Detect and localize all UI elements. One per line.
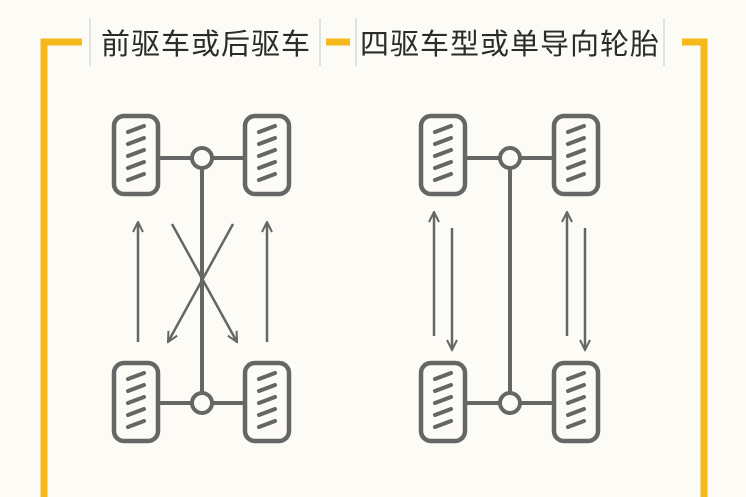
- tire: [551, 113, 601, 197]
- front-hub: [190, 146, 214, 170]
- arrow-cross-front-right-to-rear-left: [166, 223, 235, 342]
- rear-hub: [498, 391, 522, 415]
- rotation-arrows: [434, 212, 585, 350]
- yellow-frame: [40, 38, 708, 497]
- tire: [418, 113, 468, 197]
- rear-hub: [190, 391, 214, 415]
- tire: [551, 360, 601, 444]
- front-hub: [498, 146, 522, 170]
- tire: [111, 360, 161, 444]
- title-four-wheel-drive-or-directional: 四驱车型或单导向轮胎: [360, 14, 660, 70]
- chassis: [158, 146, 245, 415]
- frame-right-segment: [682, 38, 708, 497]
- tire: [418, 360, 468, 444]
- tire: [242, 113, 292, 197]
- arrow-cross-front-left-to-rear-right: [170, 223, 239, 342]
- title-separators: [89, 18, 665, 66]
- diagram-four-wheel-drive-or-directional: [418, 113, 601, 444]
- chassis: [465, 146, 554, 415]
- title-front-or-rear-drive: 前驱车或后驱车: [96, 14, 316, 70]
- tire: [242, 360, 292, 444]
- diagram-front-or-rear-drive: [111, 113, 292, 444]
- rotation-arrows: [138, 222, 267, 342]
- tire: [111, 113, 161, 197]
- frame-left-segment: [40, 38, 82, 497]
